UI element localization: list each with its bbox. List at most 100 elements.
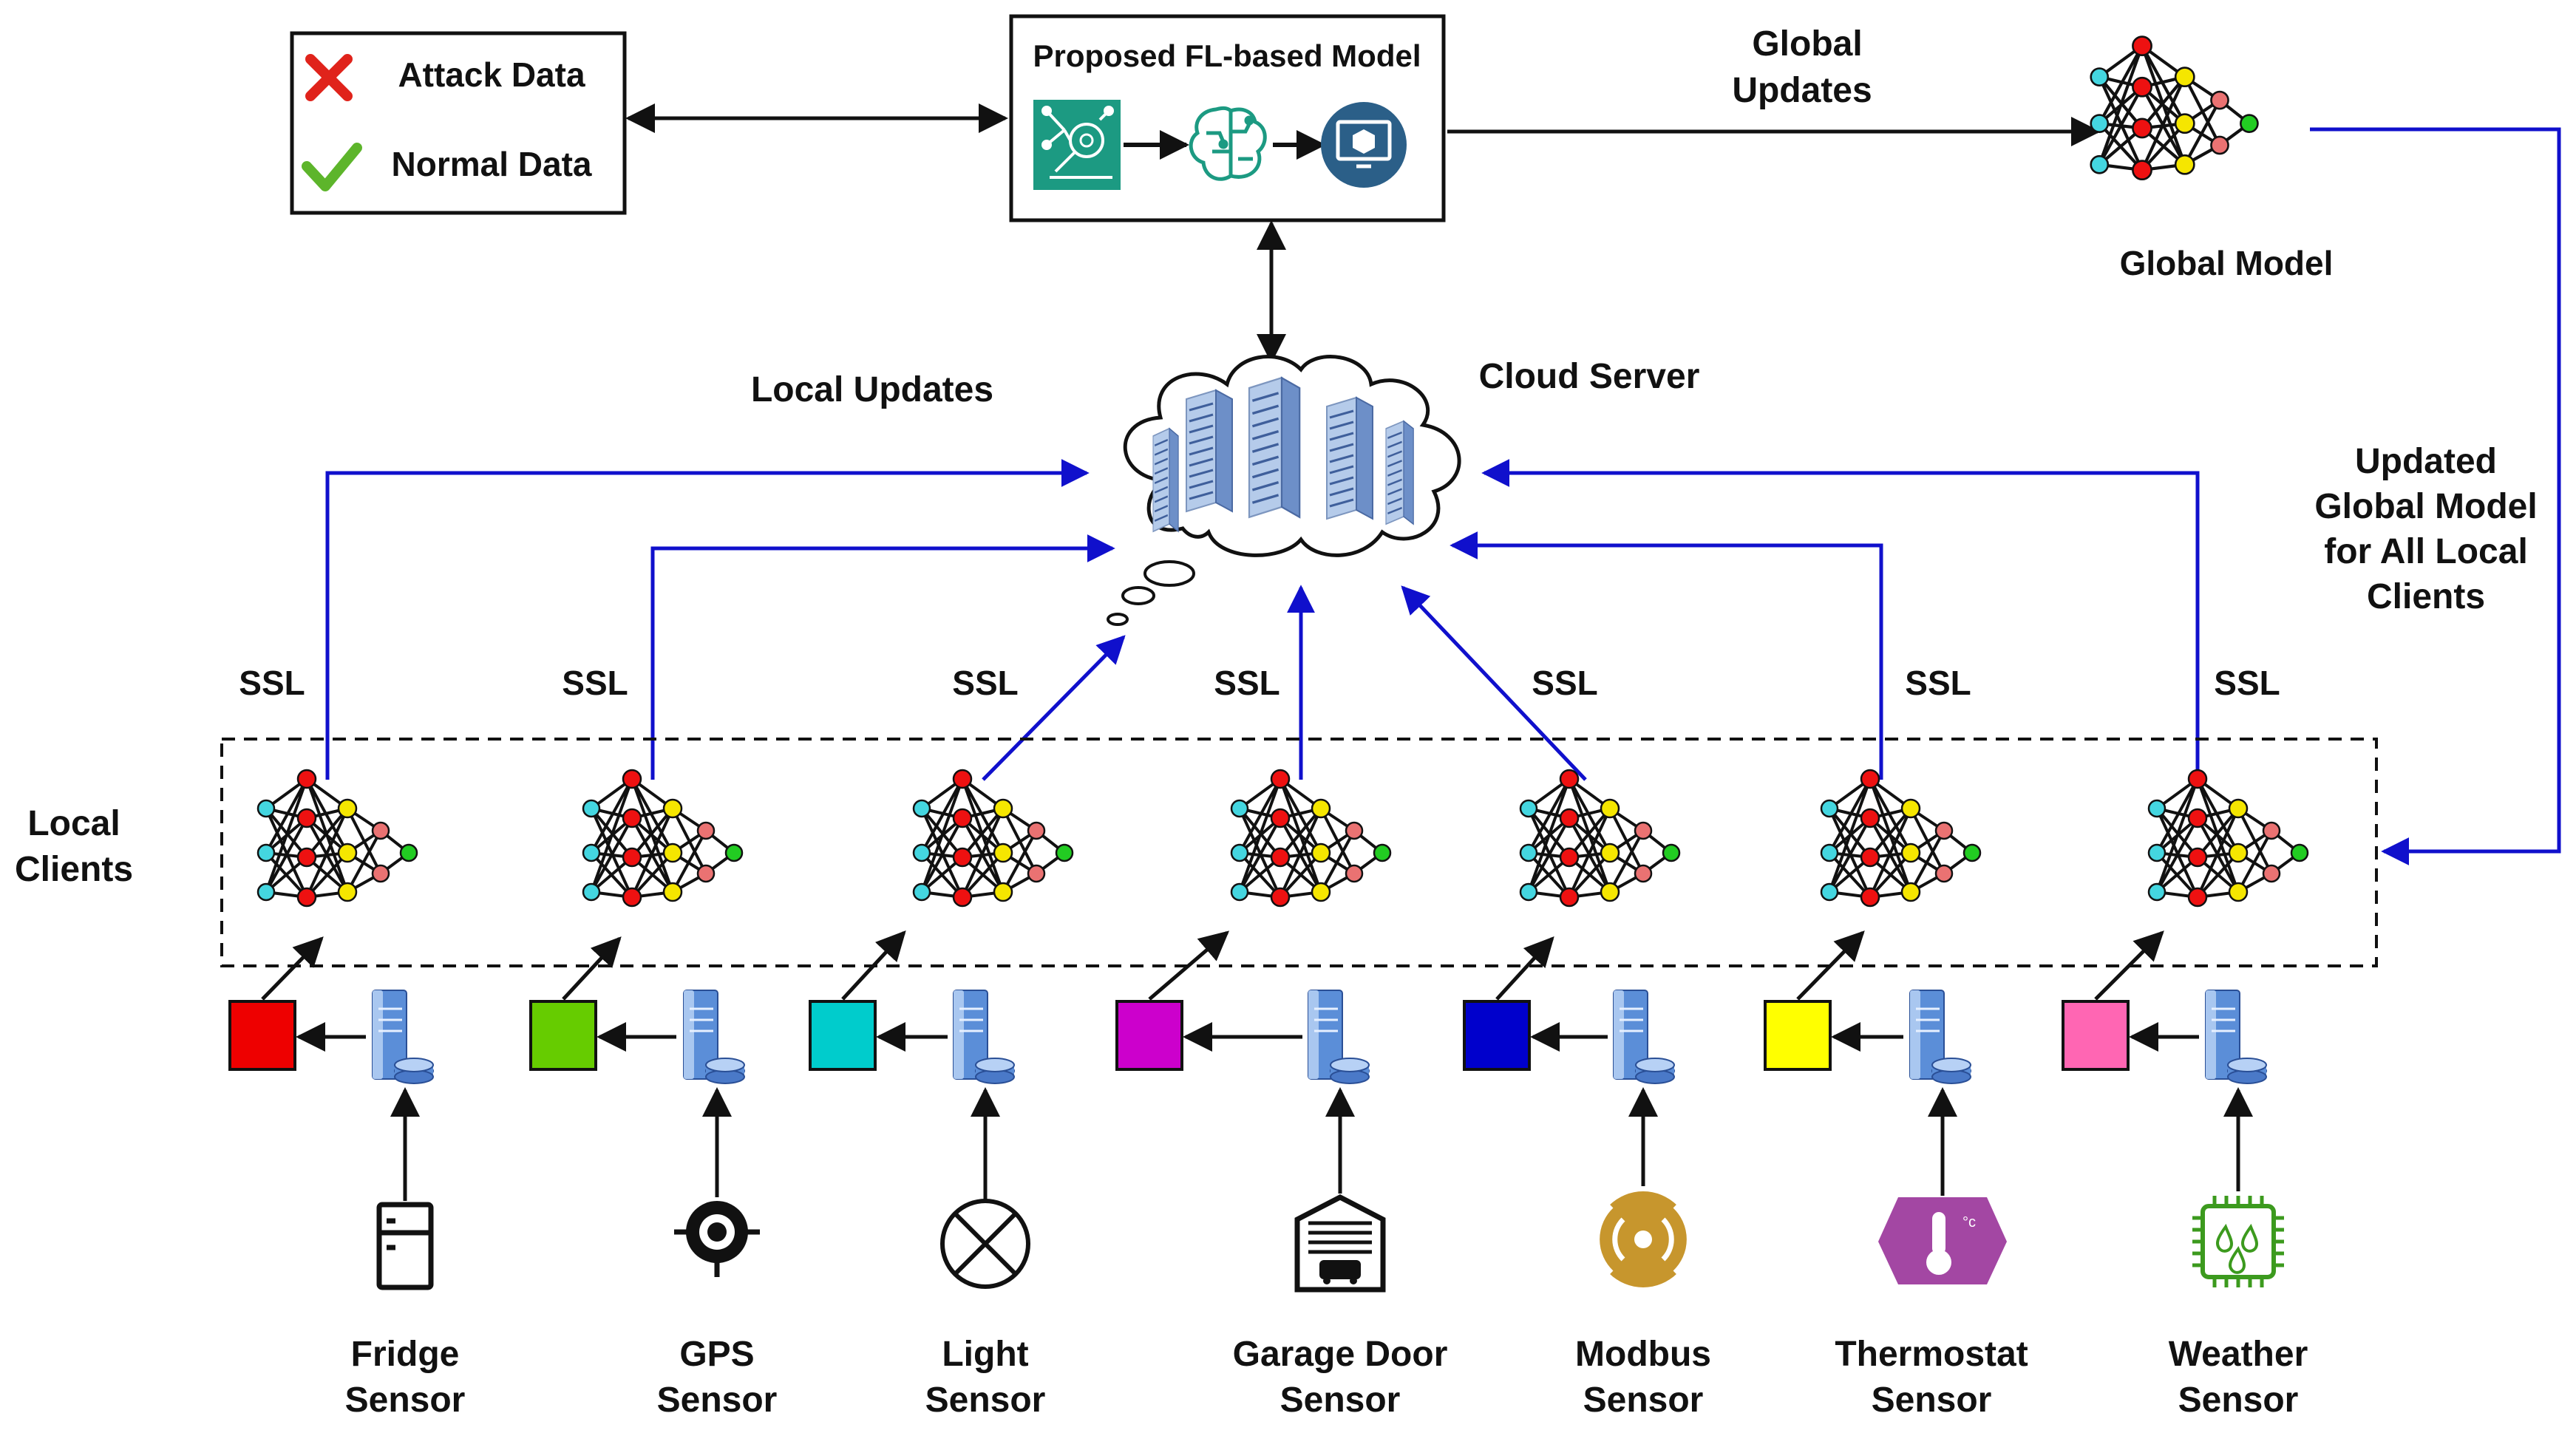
- ssl-label-2: SSL: [562, 664, 628, 702]
- client-network-6: [1820, 769, 1982, 908]
- sensor-label-5b: Sensor: [1583, 1381, 1704, 1420]
- client-network-1: [256, 769, 418, 908]
- sensor-label-1a: Fridge: [351, 1335, 460, 1374]
- square-arrow-2: [562, 936, 622, 1001]
- database-server-icon-5: [1612, 989, 1676, 1085]
- thought-bubble-1: [1143, 560, 1195, 587]
- square-arrow-1: [261, 936, 324, 1001]
- client-square-4: [1115, 1000, 1183, 1071]
- client-square-7: [2062, 1000, 2130, 1071]
- rack-icon-3: [1248, 376, 1301, 519]
- rack-icon-4: [1325, 396, 1374, 520]
- normal-data-label: Normal Data: [392, 145, 592, 183]
- svg-text:°c: °c: [1962, 1214, 1976, 1231]
- database-server-icon-2: [682, 989, 746, 1085]
- legend: Attack Data Normal Data: [290, 31, 627, 215]
- local-updates-label: Local Updates: [751, 370, 993, 409]
- global-model-network: [2091, 37, 2258, 180]
- client-network-4: [1230, 769, 1392, 908]
- database-server-icon-4: [1307, 989, 1370, 1085]
- updated-label-4: Clients: [2367, 577, 2485, 616]
- sensor-label-6b: Sensor: [1872, 1381, 1992, 1420]
- fridge-icon: [376, 1202, 434, 1290]
- client-square-1: [228, 1000, 296, 1071]
- database-server-icon-1: [371, 989, 435, 1085]
- local-update-arrow-2: [650, 534, 1115, 780]
- sensor-label-5a: Modbus: [1575, 1335, 1711, 1374]
- client-network-5: [1519, 769, 1681, 908]
- ml-analysis-icon: [1033, 100, 1121, 190]
- database-server-icon-6: [1909, 989, 1972, 1085]
- ai-brain-icon: [1189, 106, 1267, 181]
- client-square-5: [1463, 1000, 1531, 1071]
- global-updates-label-2: Updates: [1732, 71, 1872, 110]
- proposed-model: Proposed FL-based Model: [1009, 14, 1446, 222]
- local-update-arrow-1: [325, 459, 1090, 780]
- normal-check-icon: [302, 143, 362, 191]
- local-update-arrow-6: [1450, 531, 1883, 780]
- local-update-arrow-7: [1481, 459, 2200, 780]
- attack-x-icon: [305, 54, 353, 101]
- square-arrow-5: [1495, 936, 1554, 1001]
- updated-label-3: for All Local: [2324, 532, 2528, 571]
- cloud-server: [1107, 355, 1461, 626]
- cloud-server-label: Cloud Server: [1479, 357, 1700, 396]
- local-update-arrow-5: [1401, 585, 1587, 781]
- sensor-to-server-arrows: [390, 1087, 2253, 1203]
- attack-data-label: Attack Data: [398, 55, 585, 94]
- ssl-label-7: SSL: [2214, 664, 2280, 702]
- sensor-label-4b: Sensor: [1280, 1381, 1401, 1420]
- local-clients-label-1: Local: [27, 804, 120, 843]
- ssl-labels: SSL SSL SSL SSL SSL SSL SSL: [239, 664, 2280, 702]
- updated-global-model-arrow: [2310, 127, 2561, 865]
- ssl-label-6: SSL: [1905, 664, 1971, 702]
- sensor-label-7a: Weather: [2169, 1335, 2308, 1374]
- sensor-label-2b: Sensor: [657, 1381, 778, 1420]
- updated-label-1: Updated: [2355, 442, 2497, 481]
- updated-label-2: Global Model: [2314, 487, 2537, 526]
- client-network-2: [582, 769, 744, 908]
- weather-chip-icon: [2192, 1196, 2284, 1287]
- client-color-squares: [228, 1000, 2130, 1071]
- ssl-label-4: SSL: [1214, 664, 1279, 702]
- garage-icon: [1294, 1194, 1386, 1293]
- thought-bubble-3: [1107, 613, 1129, 626]
- square-arrow-7: [2094, 930, 2164, 1001]
- ssl-label-1: SSL: [239, 664, 305, 702]
- local-update-arrows: [325, 459, 2200, 781]
- rack-icon-1: [1152, 427, 1180, 533]
- square-arrow-6: [1796, 930, 1865, 1001]
- global-model-label: Global Model: [2120, 244, 2334, 282]
- gps-icon: [674, 1201, 760, 1277]
- client-network-7: [2147, 769, 2309, 908]
- rack-icon-5: [1384, 420, 1415, 525]
- thought-bubble-2: [1121, 586, 1155, 605]
- local-client-networks: [256, 769, 2309, 908]
- modbus-icon: [1594, 1191, 1692, 1287]
- square-arrow-4: [1148, 930, 1230, 1001]
- model-title: Proposed FL-based Model: [1033, 38, 1421, 73]
- light-bulb-icon: [940, 1199, 1030, 1289]
- square-arrow-3: [841, 930, 906, 1001]
- local-clients-label-2: Clients: [15, 850, 133, 889]
- local-clients-box: [220, 738, 2378, 967]
- sensor-icons: °c: [376, 1191, 2284, 1293]
- square-to-network-arrows: [261, 930, 2164, 1001]
- global-updates-label-1: Global: [1752, 24, 1862, 64]
- client-network-3: [912, 769, 1074, 908]
- sensor-label-3a: Light: [942, 1335, 1028, 1374]
- thermostat-icon: °c: [1878, 1197, 2007, 1284]
- sensor-labels: Fridge Sensor GPS Sensor Light Sensor Ga…: [345, 1335, 2308, 1420]
- sensor-label-7b: Sensor: [2178, 1381, 2299, 1420]
- sensor-label-1b: Sensor: [345, 1381, 466, 1420]
- client-square-2: [529, 1000, 597, 1071]
- client-square-3: [809, 1000, 877, 1071]
- local-update-arrow-3: [982, 635, 1126, 781]
- client-square-6: [1764, 1000, 1832, 1071]
- sensor-label-4a: Garage Door: [1233, 1335, 1448, 1374]
- rack-icon-2: [1185, 389, 1234, 513]
- ssl-label-3: SSL: [952, 664, 1018, 702]
- ssl-label-5: SSL: [1532, 664, 1597, 702]
- database-server-icon-3: [952, 989, 1016, 1085]
